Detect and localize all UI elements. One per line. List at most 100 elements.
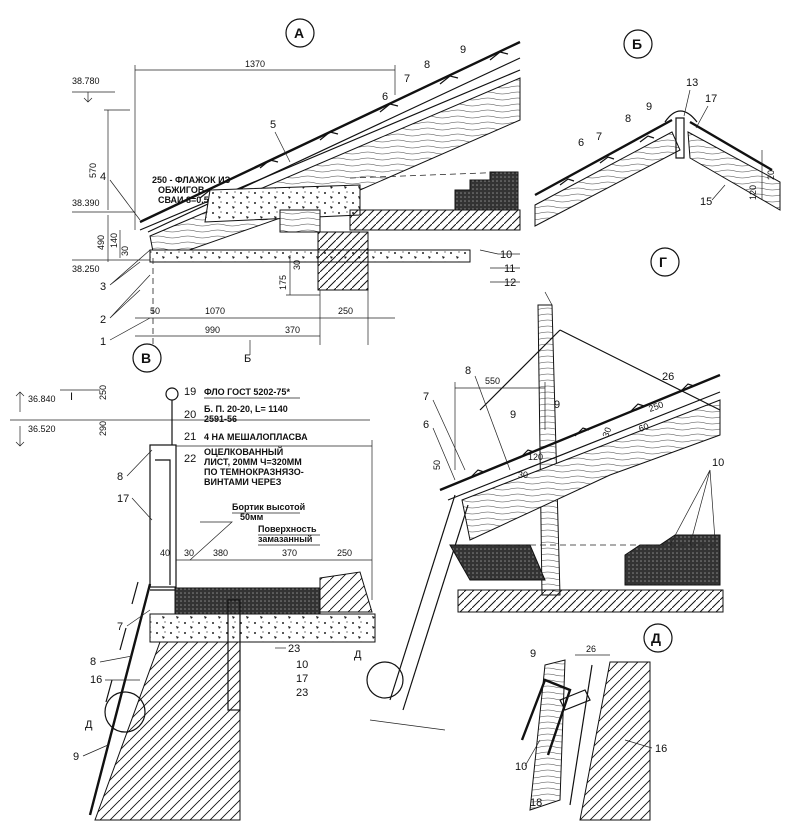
dim-50: 50 [150, 306, 160, 316]
dim-290: 290 [98, 421, 108, 436]
floor-layer [349, 209, 521, 231]
dim-140: 140 [109, 233, 119, 248]
dim-120b: 120 [528, 452, 543, 462]
callouts-g: 7 6 8 9 9 26 10 [423, 365, 724, 546]
dim-250c: 250 [98, 385, 108, 400]
wall-extension-lines [319, 290, 369, 345]
dim-50b: 50 [432, 460, 442, 470]
ridge-rafter-right [687, 131, 781, 211]
dim-line-v [176, 440, 373, 600]
callout-d-10: 10 [515, 761, 527, 773]
ridge-rafter-left [534, 131, 681, 227]
ridge-callout-13: 13 [686, 77, 698, 89]
dim-30e: 30 [600, 426, 613, 439]
callout-g-6: 6 [423, 419, 429, 431]
ridge-slope-right [689, 120, 773, 172]
callout-v-16: 16 [90, 674, 102, 686]
view-a-marker [285, 18, 315, 48]
dim-370b: 370 [282, 548, 297, 558]
dim-1070: 1070 [205, 306, 225, 316]
callout-g-26: 26 [662, 371, 674, 383]
detail-d-marker-label: Д [651, 630, 661, 646]
dim-30b: 30 [292, 260, 302, 270]
dormer-tiles [469, 383, 695, 479]
ridge-callout-7: 7 [596, 131, 602, 143]
view-v-marker [132, 343, 162, 373]
leader-v-9 [82, 744, 109, 757]
leader-g-6 [432, 427, 456, 481]
wall-right-part [319, 571, 373, 613]
note-22d: ВИНТАМИ ЧЕРЕЗ [204, 477, 282, 487]
callout-7: 7 [404, 73, 410, 85]
leader-10-12 [479, 249, 520, 283]
note-22b: ЛИСТ, 20ММ Ч=320ММ [204, 457, 302, 467]
note-19: ФЛО ГОСТ 5202-75* [204, 387, 290, 397]
note-bortik-leader [189, 512, 300, 561]
callout-d-18: 18 [530, 797, 542, 809]
callout-g-10: 10 [712, 457, 724, 469]
detail-wall-edge [569, 664, 593, 806]
leader-17 [695, 105, 709, 129]
callout-v-8: 8 [117, 471, 123, 483]
dormer-roof-lower [447, 391, 721, 501]
detail-rafter [529, 659, 566, 811]
dim-250e: 250 [647, 399, 665, 414]
view-a-section: А 1370 570 490 140 30 175 30 50 1070 [72, 18, 521, 373]
dim-30: 30 [120, 246, 130, 256]
dormer-slab [457, 589, 724, 613]
wall-block [317, 231, 369, 291]
detail-d-circle-g [366, 661, 404, 699]
note-21: 4 НА МЕШАЛОПЛАСВА [204, 432, 308, 442]
ridge-cap [664, 110, 698, 123]
ridge-callout-17: 17 [705, 93, 717, 105]
view-b-label: Б [632, 36, 642, 52]
level-lines [10, 389, 370, 421]
stair-masonry [454, 171, 519, 211]
callouts-a: 1 2 3 4 5 6 7 8 9 10 11 12 [100, 44, 520, 348]
dim-120: 120 [748, 185, 758, 200]
leader-1 [109, 317, 151, 341]
callout-v-22: 22 [184, 453, 196, 465]
note-20b: 2591-56 [204, 414, 237, 424]
anchor-head [165, 387, 179, 401]
view-g-dormer-section: 550 50 30 120 60 30 250 Д 7 6 8 9 9 26 1… [354, 291, 724, 731]
ridge-callout-8: 8 [625, 113, 631, 125]
dim-490: 490 [96, 235, 106, 250]
callout-11: 11 [504, 263, 515, 275]
ceiling-slab [149, 249, 471, 263]
callout-g-8: 8 [465, 365, 471, 377]
leader-v-8-16 [99, 655, 140, 681]
callout-4: 4 [100, 171, 106, 183]
dormer-roof-slope [439, 373, 721, 492]
note-bortik-2: 50мм [240, 512, 264, 522]
callout-6: 6 [382, 91, 388, 103]
level-arrow-1 [72, 91, 115, 103]
detail-d-marker [643, 623, 673, 653]
ridge-slope-left [534, 118, 673, 197]
dormer-rafter [461, 399, 721, 541]
leader-g-7 [432, 399, 466, 471]
level-36840: 36.840 [28, 394, 56, 404]
truss-members [479, 329, 721, 411]
level-38390: 38.390 [72, 198, 100, 208]
dormer-eave-slope-inner [402, 504, 469, 711]
roof-sheathing [139, 69, 521, 231]
view-b-ridge-detail: Б 6 7 8 9 13 17 15 120 20 Г [534, 29, 781, 277]
callout-g-9b: 9 [554, 399, 560, 411]
ridge-callout-15: 15 [700, 196, 712, 208]
note-20a: Б. П. 20-20, L= 1140 [204, 404, 288, 414]
parapet-wall [149, 444, 177, 588]
section-b-label: Б [244, 353, 251, 365]
dim-bottom-lines [135, 317, 395, 337]
callout-v-23: 23 [288, 643, 300, 655]
callout-v-17: 17 [117, 493, 129, 505]
callout-d-9: 9 [530, 648, 536, 660]
ridge-tiles [559, 135, 655, 186]
dim-570: 570 [88, 163, 98, 178]
callout-5: 5 [270, 119, 276, 131]
dim-175-lines [286, 255, 320, 296]
detail-d-gutter: Д 26 9 10 16 18 [515, 623, 673, 821]
callout-v-17b: 17 [296, 673, 308, 685]
callout-v-10b: 10 [296, 659, 308, 671]
